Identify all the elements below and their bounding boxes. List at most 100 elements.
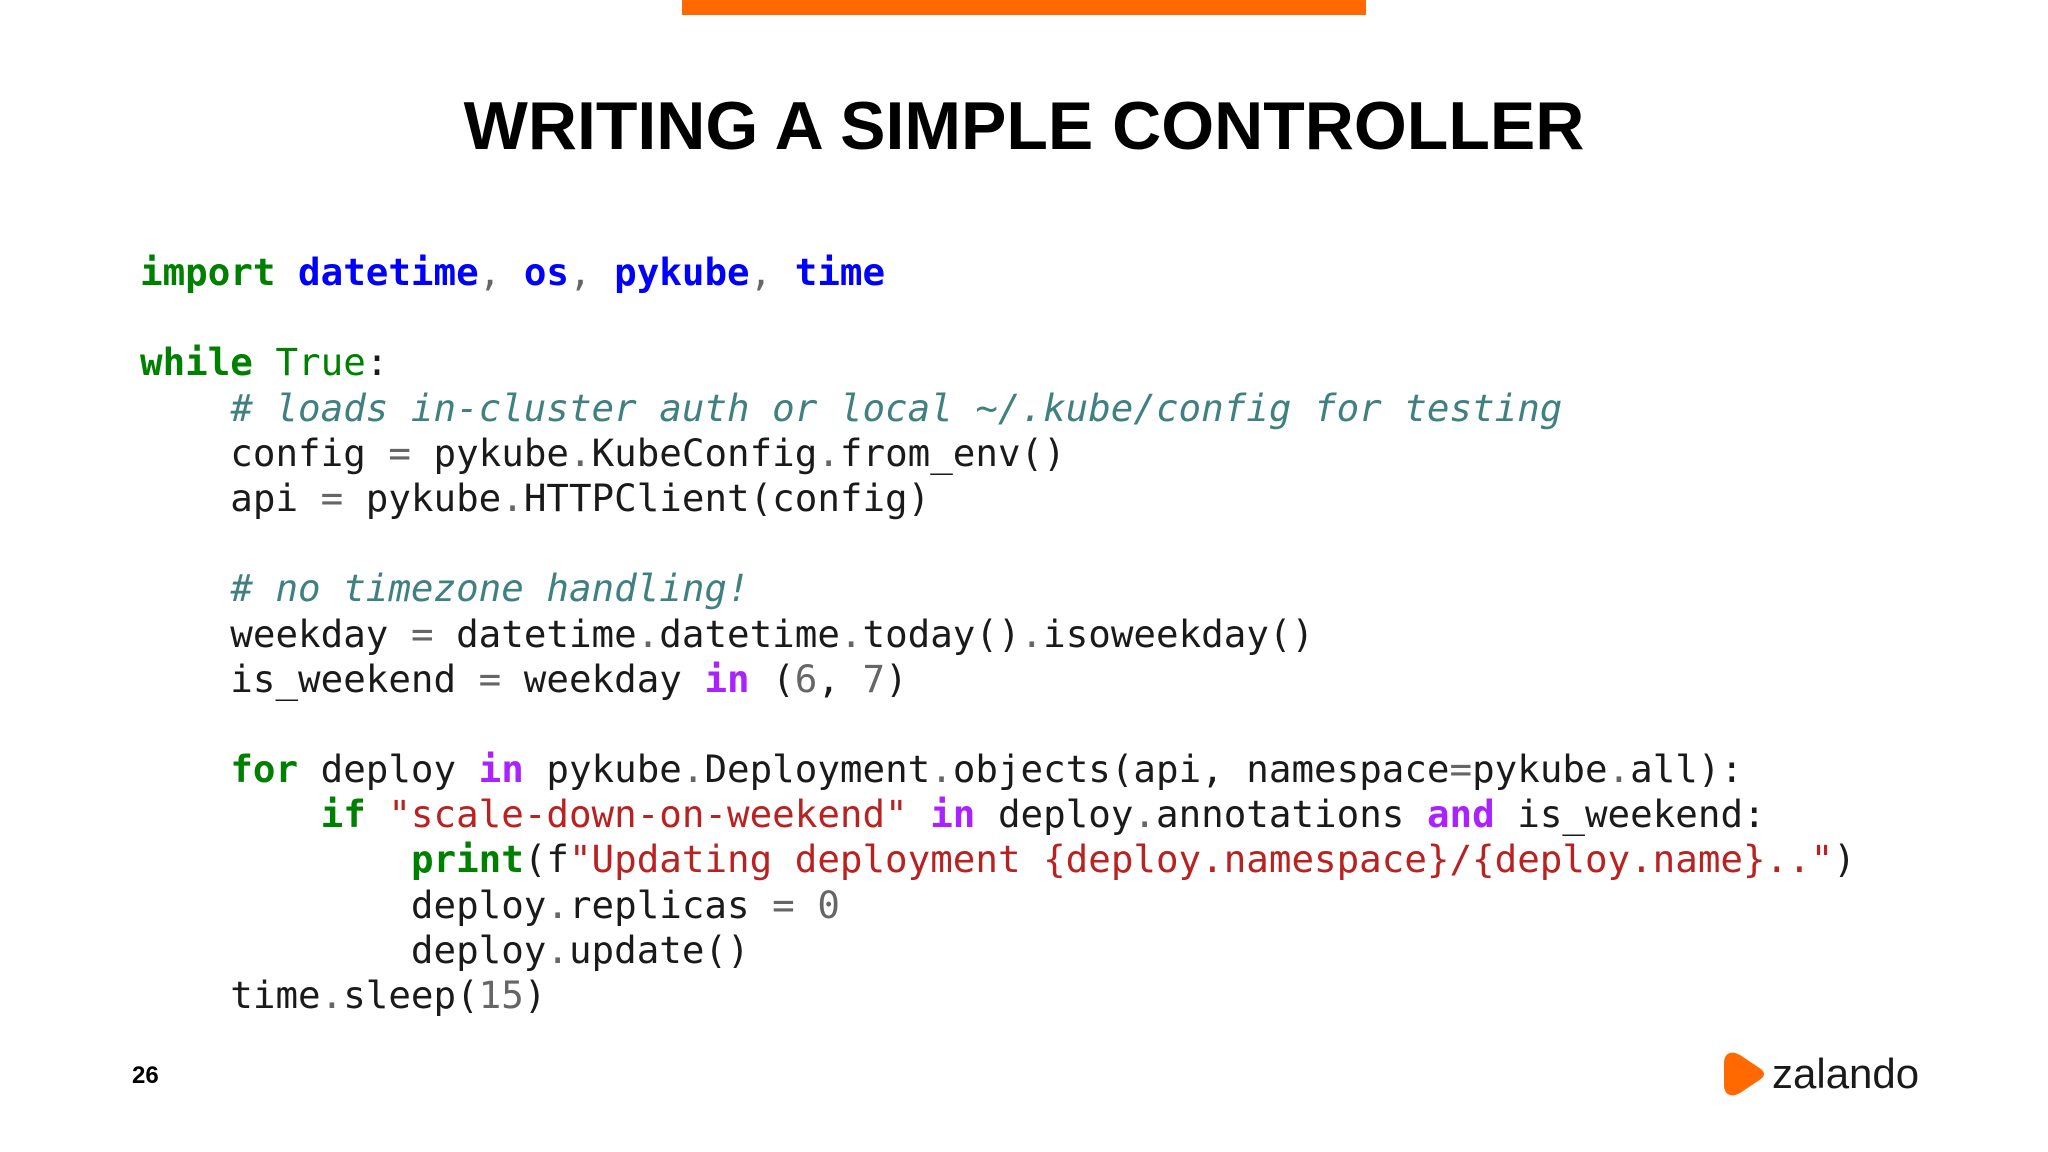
code-token — [140, 747, 230, 791]
code-token: pykube — [343, 475, 502, 520]
code-line: weekday = datetime.datetime.today().isow… — [140, 612, 1860, 657]
operator-token: = — [320, 475, 344, 520]
code-token: sleep( — [343, 973, 479, 1017]
page-number: 26 — [132, 1062, 159, 1089]
number-token: 7 — [862, 656, 886, 701]
keyword-token: in — [704, 656, 750, 701]
code-token — [140, 792, 321, 836]
keyword-token: in — [478, 747, 524, 792]
code-token: update() — [568, 927, 750, 972]
operator-token: . — [568, 430, 592, 475]
operator-token: . — [839, 611, 863, 656]
code-token: ( — [749, 656, 795, 701]
module-token: pykube — [614, 250, 750, 294]
code-token: deploy — [140, 882, 547, 927]
operator-token: , — [478, 250, 502, 294]
operator-token: = — [388, 430, 411, 475]
code-token: pykube — [410, 430, 569, 475]
code-block: import datetime, os, pykube, time while … — [140, 250, 1860, 1040]
string-token: "scale-down-on-weekend" — [388, 792, 908, 837]
keyword-token: if — [320, 792, 366, 837]
code-token: pykube — [523, 747, 682, 792]
code-token: pykube — [1472, 747, 1608, 792]
code-token — [253, 340, 276, 384]
slide-title: WRITING A SIMPLE CONTROLLER — [463, 88, 1585, 164]
operator-token: , — [568, 250, 592, 294]
code-token: KubeConfig — [591, 430, 818, 475]
code-token: annotations — [1156, 792, 1427, 837]
operator-token: . — [546, 882, 569, 927]
code-line: while True: — [140, 340, 1860, 385]
code-line: import datetime, os, pykube, time — [140, 250, 1860, 295]
operator-token: = — [772, 882, 795, 927]
code-line — [140, 702, 1860, 747]
operator-token: = — [478, 656, 502, 701]
code-token: all): — [1630, 747, 1744, 792]
number-token: 6 — [794, 656, 818, 701]
keyword-token: import — [140, 250, 276, 294]
code-token: HTTPClient(config) — [523, 475, 931, 520]
code-line — [140, 295, 1860, 340]
operator-token: , — [749, 250, 773, 294]
code-token: from_env() — [839, 430, 1066, 475]
code-line: time.sleep(15) — [140, 973, 1860, 1018]
code-line: config = pykube.KubeConfig.from_env() — [140, 431, 1860, 476]
code-line: for deploy in pykube.Deployment.objects(… — [140, 747, 1860, 792]
code-token — [275, 250, 298, 294]
code-line: # no timezone handling! — [140, 566, 1860, 611]
code-token: is_weekend — [140, 656, 479, 701]
code-token — [140, 837, 411, 881]
code-token: (f — [523, 837, 569, 882]
keyword-token: while — [140, 340, 253, 385]
operator-token: . — [1607, 747, 1631, 792]
code-token — [140, 386, 230, 430]
code-line: deploy.update() — [140, 928, 1860, 973]
code-token: datetime — [659, 611, 840, 656]
code-line: is_weekend = weekday in (6, 7) — [140, 657, 1860, 702]
number-token: 15 — [478, 973, 524, 1017]
code-token: : — [365, 340, 389, 385]
operator-token: = — [1449, 747, 1473, 792]
code-token: today() — [862, 611, 1021, 656]
operator-token: = — [410, 611, 434, 656]
code-line: api = pykube.HTTPClient(config) — [140, 476, 1860, 521]
code-line: if "scale-down-on-weekend" in deploy.ann… — [140, 792, 1860, 837]
string-token: "Updating deployment {deploy.namespace}/… — [568, 837, 1834, 882]
operator-token: . — [681, 747, 705, 792]
code-token: ) — [885, 656, 908, 701]
code-token: datetime — [433, 611, 637, 656]
module-token: datetime — [298, 250, 479, 294]
code-token: weekday — [140, 611, 411, 656]
code-token: ) — [523, 973, 547, 1017]
code-token: Deployment — [704, 747, 931, 792]
code-token: weekday — [501, 656, 705, 701]
code-token: deploy — [975, 792, 1134, 837]
code-token — [501, 250, 524, 294]
operator-token: . — [1020, 611, 1044, 656]
keyword-token: for — [230, 747, 299, 792]
code-line: print(f"Updating deployment {deploy.name… — [140, 837, 1860, 882]
operator-token: . — [501, 475, 524, 520]
keyword-token: in — [930, 792, 976, 837]
code-token — [772, 250, 795, 294]
operator-token: . — [817, 430, 840, 475]
code-token: config — [140, 430, 389, 475]
logo-text: zalando — [1772, 1050, 1920, 1097]
code-token: is_weekend: — [1494, 792, 1766, 837]
code-token: isoweekday() — [1043, 611, 1315, 656]
code-token: objects(api, namespace — [952, 747, 1450, 792]
code-token — [795, 883, 818, 927]
zalando-logo-icon — [1724, 1052, 1764, 1096]
code-token — [366, 792, 389, 836]
comment-token: # no timezone handling! — [230, 566, 750, 611]
comment-token: # loads in-cluster auth or local ~/.kube… — [230, 385, 1563, 430]
code-token: api — [140, 475, 321, 520]
code-token — [140, 566, 230, 610]
code-line: deploy.replicas = 0 — [140, 883, 1860, 928]
code-token: deploy — [140, 927, 547, 972]
keyword-token: and — [1426, 792, 1495, 837]
code-token: replicas — [568, 882, 773, 927]
module-token: os — [523, 250, 569, 294]
builtin-token: True — [275, 340, 366, 385]
